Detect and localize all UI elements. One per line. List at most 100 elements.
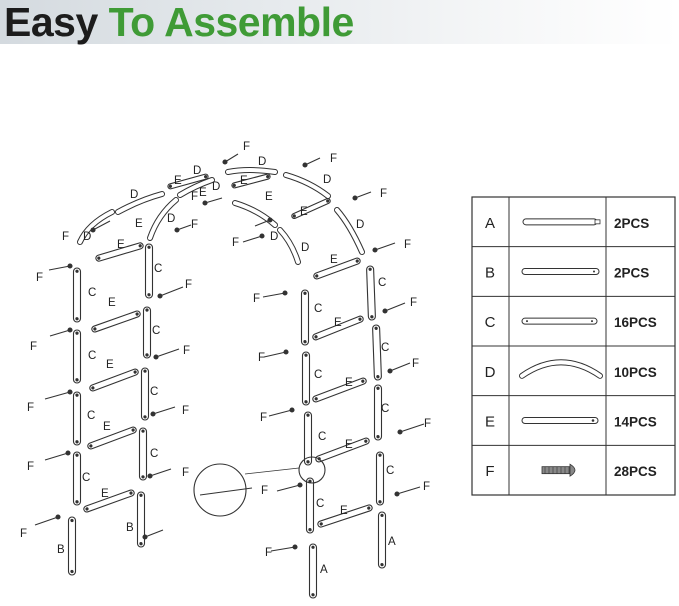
left-e2-body [91,310,141,333]
screw-1-head [222,159,228,165]
right-inner-c3 [303,411,313,466]
diagram-label-f-57: F [183,345,190,357]
left-inner-c3 [140,367,150,421]
left-inner-b-body [136,491,146,548]
screw-13-head [55,514,61,520]
screw-28 [270,544,298,552]
right-outer-c1-hole-b [370,315,374,319]
diagram-label-f-69: F [424,418,431,430]
arch-d4 [177,177,215,198]
screw-20-head [282,290,288,296]
screw-2 [302,157,321,168]
diagram-label-f-61: F [182,467,189,479]
diagram-label-d-1: D [193,165,201,177]
arch-d5 [225,167,278,175]
left-e5-body [83,489,135,513]
diagram-label-c-25: C [87,410,95,422]
screw-26-shaft [276,484,301,492]
screw-12 [44,450,71,461]
screw-10-shaft [49,329,71,337]
left-inner-c4 [138,427,148,481]
diagram-label-f-63: F [404,239,411,251]
arch-d2 [115,191,165,215]
diagram-label-e-44: E [340,505,348,517]
right-e5 [317,504,373,528]
diagram-label-d-5: D [130,189,138,201]
screw-16-shaft [152,406,176,415]
left-e5-hole-a [85,507,89,511]
arch-e1-hole-a [168,184,173,188]
left-outer-c1-hole-b [75,317,79,321]
left-outer-c2-hole-b [75,378,79,382]
right-outer-c2-body [372,324,382,381]
diagram-label-c-33: C [378,277,386,289]
arch-d7 [232,200,278,228]
right-outer-c3-hole-a [376,386,380,390]
right-outer-c4-body [375,451,385,506]
arch-e3-hole-b [326,199,330,203]
left-e5 [83,489,135,513]
screw-6 [202,197,223,206]
arch-d3-inner [148,198,178,240]
page-title: Easy To Assemble [4,0,354,46]
right-inner-c4-body [305,477,315,534]
arch-d9-inner [335,208,364,254]
screw-1 [222,153,239,165]
right-inner-c2-hole-a [304,353,308,357]
screw-8-shaft [242,235,263,243]
left-outer-c1-hole-a [75,269,79,273]
left-outer-c3-body [72,391,82,446]
diagram-label-f-52: F [191,191,198,203]
screw-5 [90,220,111,233]
left-outer-c1-body [72,267,82,323]
zoom-leader-line [244,467,300,475]
title-easy: Easy [4,0,98,45]
right-inner-a-body [308,543,318,599]
screw-17-shaft [149,468,172,477]
left-outer-c4-body [72,451,82,506]
zoom-circle [193,463,247,517]
screw-20 [262,290,288,298]
screw-24-head [289,407,295,413]
screw-26-head [297,482,303,488]
diagram-label-c-22: C [88,350,96,362]
screw-15-head [153,354,159,360]
diagram-label-c-39: C [381,403,389,415]
left-outer-b-hole-b [70,569,74,574]
right-inner-c2-body [301,351,311,406]
diagram-label-e-17: E [117,239,125,251]
left-e1-hole-a [97,256,101,260]
diagram-label-d-11: D [323,174,331,186]
arch-d1-inner [78,210,114,244]
right-e2 [312,315,364,341]
zoom-screw-line [199,487,253,496]
arch-d6-inner [284,173,330,198]
left-e2 [91,310,141,333]
screw-17-head [147,473,153,479]
screw-3-head [352,195,358,201]
right-outer-c4-hole-b [378,500,382,504]
left-outer-c1 [72,267,82,323]
screw-23-shaft [389,362,411,372]
arch-e3-hole-a [292,214,296,218]
screw-14-head [157,293,163,299]
left-inner-c1-hole-a [147,245,151,249]
screw-15-shaft [155,348,180,358]
screw-20-shaft [262,292,286,298]
right-outer-a-hole-b [380,562,384,567]
arch-e2-hole-b [266,174,270,179]
screw-8 [242,233,265,243]
left-e3-hole-b [133,370,137,374]
right-outer-c1-hole-a [368,267,372,271]
right-inner-c1-hole-b [303,340,307,344]
screw-12-shaft [44,452,69,461]
screw-21 [382,302,406,314]
right-e5-hole-a [319,522,323,526]
diagram-label-f-49: F [380,188,387,200]
right-outer-c3-body [373,384,383,441]
arch-d6 [283,172,331,199]
right-outer-c4 [375,451,385,506]
arch-d5-inner [226,168,277,174]
right-inner-c4 [305,477,315,534]
